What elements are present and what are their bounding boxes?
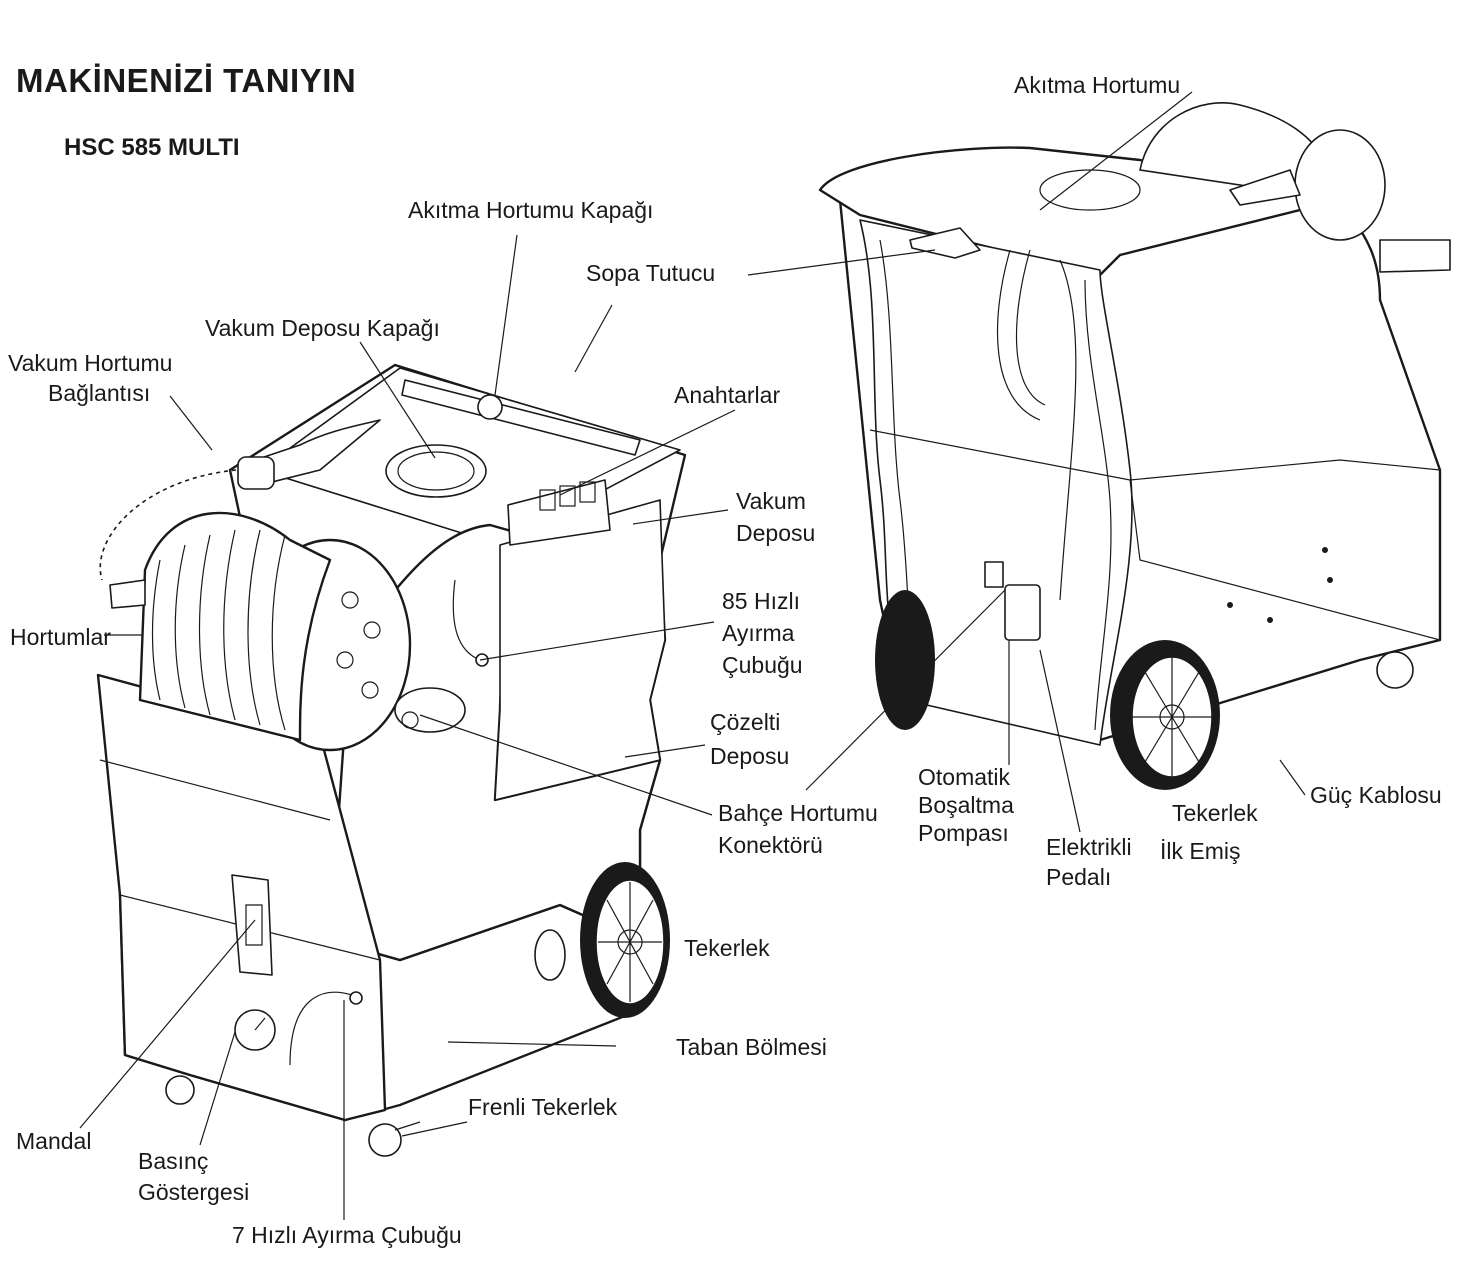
label-bahce-hortumu-line1: Bahçe Hortumu bbox=[718, 800, 878, 826]
label-otomatik-line1: Otomatik bbox=[918, 764, 1011, 790]
label-vakum-hortumu-line1: Vakum Hortumu bbox=[8, 350, 173, 376]
label-tekerlek-left: Tekerlek bbox=[684, 935, 770, 961]
page-title: MAKİNENİZİ TANIYIN bbox=[16, 62, 357, 99]
model-name: HSC 585 MULTI bbox=[64, 134, 240, 161]
label-bahce-hortumu-line2: Konektörü bbox=[718, 832, 823, 858]
label-taban-bolmesi: Taban Bölmesi bbox=[676, 1034, 827, 1060]
label-guc-kablosu: Güç Kablosu bbox=[1310, 782, 1442, 808]
label-otomatik-line3: Pompası bbox=[918, 820, 1009, 846]
label-mandal: Mandal bbox=[16, 1128, 92, 1154]
label-85-hizli-line1: 85 Hızlı bbox=[722, 588, 800, 614]
label-akitma-hortumu: Akıtma Hortumu bbox=[1014, 72, 1181, 98]
label-85-hizli-line3: Çubuğu bbox=[722, 652, 803, 678]
leader-lines bbox=[79, 91, 1306, 1220]
label-vakum-deposu-line1: Vakum bbox=[736, 488, 806, 514]
label-akitma-hortumu-kapagi: Akıtma Hortumu Kapağı bbox=[408, 197, 654, 223]
label-otomatik-line2: Boşaltma bbox=[918, 792, 1014, 818]
label-tekerlek-ilk-line1: Tekerlek bbox=[1172, 800, 1258, 826]
label-vakum-deposu-kapagi: Vakum Deposu Kapağı bbox=[205, 315, 440, 341]
label-7-hizli-ayirma: 7 Hızlı Ayırma Çubuğu bbox=[232, 1222, 462, 1248]
label-vakum-hortumu-line2: Bağlantısı bbox=[48, 380, 151, 406]
label-sopa-tutucu-left: Sopa Tutucu bbox=[586, 260, 716, 286]
label-basinc-line2: Göstergesi bbox=[138, 1179, 250, 1205]
label-basinc-line1: Basınç bbox=[138, 1148, 209, 1174]
label-cozelti-deposu-line1: Çözelti bbox=[710, 709, 781, 735]
label-tekerlek-ilk-line2: İlk Emiş bbox=[1160, 838, 1241, 864]
label-hortumlar: Hortumlar bbox=[10, 624, 111, 650]
label-anahtarlar: Anahtarlar bbox=[674, 382, 781, 408]
label-elektrikli-line1: Elektrikli bbox=[1046, 834, 1132, 860]
label-elektrikli-line2: Pedalı bbox=[1046, 864, 1112, 890]
label-frenli-tekerlek: Frenli Tekerlek bbox=[468, 1094, 618, 1120]
label-85-hizli-line2: Ayırma bbox=[722, 620, 795, 646]
label-cozelti-deposu-line2: Deposu bbox=[710, 743, 790, 769]
front-view-machine bbox=[96, 363, 687, 1157]
label-vakum-deposu-line2: Deposu bbox=[736, 520, 816, 546]
rear-view-machine bbox=[818, 102, 1451, 790]
